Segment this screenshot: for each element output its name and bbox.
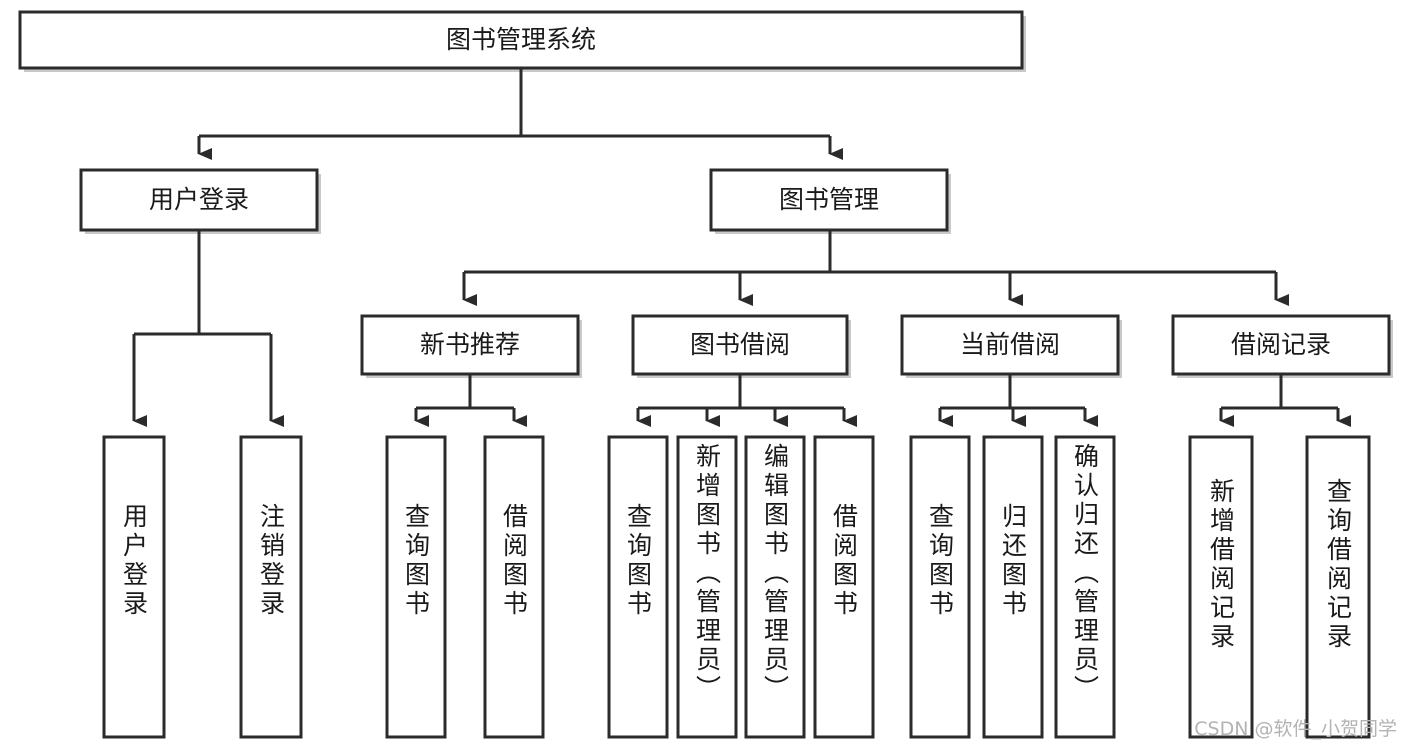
connector-book-management-to-level3 (462, 230, 1289, 306)
leaf-box-book-borrow-3[interactable] (813, 435, 875, 739)
leaf-group-book-borrow (607, 435, 875, 739)
leaf-box-book-borrow-2[interactable] (744, 435, 806, 739)
connector-user-login-to-leaves (132, 230, 284, 427)
level3-label-0: 新书推荐 (420, 330, 520, 359)
new-book-box (360, 314, 580, 376)
leaf-box-new-book-1[interactable] (483, 435, 545, 739)
leaf-box-user-login-0[interactable] (102, 435, 166, 739)
leaf-box-new-book-0[interactable] (385, 435, 447, 739)
leaf-group-new-book (385, 435, 545, 739)
leaf-group-current-borrow (909, 435, 1116, 739)
user-login-box (79, 168, 319, 232)
node-book-borrow[interactable] (631, 314, 851, 378)
node-new-book-recommend[interactable] (360, 314, 582, 378)
leaf-box-user-login-1[interactable] (239, 435, 303, 739)
leaf-box-borrow-record-0[interactable] (1188, 435, 1254, 739)
borrow-record-box (1171, 314, 1391, 376)
node-root[interactable] (18, 10, 1026, 72)
node-user-login[interactable] (79, 168, 321, 234)
level3-label-3: 借阅记录 (1231, 330, 1331, 359)
connector-root-to-level2 (197, 68, 843, 160)
level3-label-1: 图书借阅 (690, 330, 790, 359)
root-label: 图书管理系统 (446, 25, 596, 54)
leaf-box-current-borrow-2[interactable] (1054, 435, 1116, 739)
level2-label-0: 用户登录 (149, 185, 249, 214)
csdn-watermark: CSDN @软件_小贺同学 (1194, 718, 1397, 740)
level3-label-2: 当前借阅 (960, 330, 1060, 359)
leaf-group-user-login (102, 435, 303, 739)
leaf-box-book-borrow-1[interactable] (676, 435, 738, 739)
level2-label-1: 图书管理 (779, 185, 879, 214)
leaf-box-current-borrow-1[interactable] (982, 435, 1044, 739)
node-borrow-record[interactable] (1171, 314, 1393, 378)
connector-current-borrow-to-leaves (938, 374, 1098, 427)
node-current-borrow[interactable] (900, 314, 1122, 378)
connector-new-book-to-leaves (414, 374, 527, 427)
leaf-box-book-borrow-0[interactable] (607, 435, 669, 739)
connector-book-borrow-to-leaves (636, 374, 857, 427)
leaf-box-current-borrow-0[interactable] (909, 435, 971, 739)
root-box (18, 10, 1024, 70)
current-borrow-box (900, 314, 1120, 376)
leaf-group-borrow-record (1188, 435, 1371, 739)
connector-borrow-record-to-leaves (1219, 374, 1351, 427)
leaf-box-borrow-record-1[interactable] (1305, 435, 1371, 739)
